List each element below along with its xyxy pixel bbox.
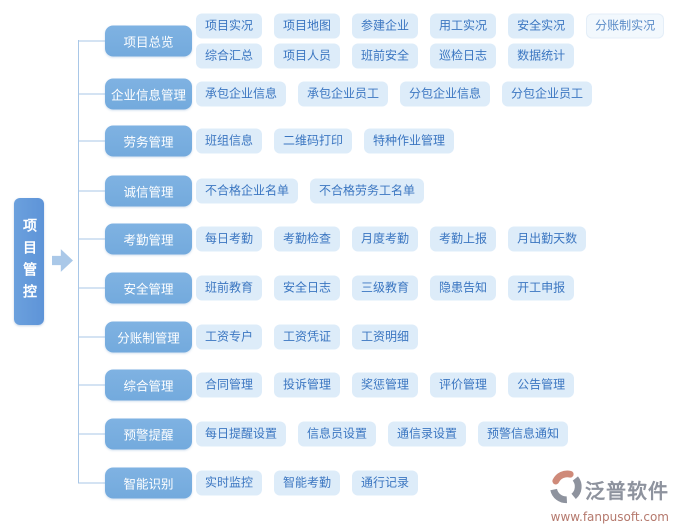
branch-line [78, 336, 105, 337]
item-box[interactable]: 考勤检查 [274, 226, 341, 251]
item-box[interactable]: 月度考勤 [352, 226, 419, 251]
item-box[interactable]: 考勤上报 [430, 226, 497, 251]
group-items: 班组信息二维码打印特种作业管理 [196, 128, 675, 153]
branch-line [78, 93, 105, 94]
category-box[interactable]: 企业信息管理 [105, 78, 192, 109]
tree-group: 项目总览 项目实况项目地图参建企业用工实况安全实况分账制实况综合汇总项目人员班前… [78, 13, 675, 68]
branch-line [78, 40, 105, 41]
item-box[interactable]: 项目地图 [274, 13, 341, 38]
item-box[interactable]: 开工申报 [508, 275, 575, 300]
tree-group: 诚信管理 不合格企业名单不合格劳务工名单 [78, 175, 675, 206]
tree-group: 综合管理 合同管理投诉管理奖惩管理评价管理公告管理 [78, 369, 675, 400]
fanpu-logo-icon [549, 469, 583, 509]
item-box[interactable]: 工资凭证 [274, 324, 341, 349]
branch-line [78, 140, 105, 141]
item-box[interactable]: 信息员设置 [298, 421, 377, 446]
group-items: 每日考勤考勤检查月度考勤考勤上报月出勤天数 [196, 226, 675, 251]
tree-group: 劳务管理 班组信息二维码打印特种作业管理 [78, 125, 675, 156]
item-box[interactable]: 综合汇总 [196, 43, 263, 68]
group-items: 工资专户工资凭证工资明细 [196, 324, 675, 349]
tree-group: 预警提醒 每日提醒设置信息员设置通信录设置预警信息通知 [78, 418, 675, 449]
item-box[interactable]: 不合格劳务工名单 [310, 178, 425, 203]
group-items: 实时监控智能考勤通行记录 [196, 470, 675, 495]
item-box[interactable]: 智能考勤 [274, 470, 341, 495]
category-box[interactable]: 智能识别 [105, 467, 192, 498]
tree-group: 企业信息管理 承包企业信息承包企业员工分包企业信息分包企业员工 [78, 78, 675, 109]
branch-line [78, 238, 105, 239]
category-box[interactable]: 综合管理 [105, 369, 192, 400]
category-box[interactable]: 劳务管理 [105, 125, 192, 156]
category-box[interactable]: 诚信管理 [105, 175, 192, 206]
brand-url-link[interactable]: www.fanpusoft.com [550, 510, 669, 524]
group-items: 每日提醒设置信息员设置通信录设置预警信息通知 [196, 421, 675, 446]
item-box[interactable]: 分账制实况 [586, 13, 665, 38]
item-box[interactable]: 项目人员 [274, 43, 341, 68]
item-box[interactable]: 每日考勤 [196, 226, 263, 251]
item-box[interactable]: 班前安全 [352, 43, 419, 68]
branch-line [78, 190, 105, 191]
item-box[interactable]: 安全实况 [508, 13, 575, 38]
item-box[interactable]: 隐患告知 [430, 275, 497, 300]
item-box[interactable]: 投诉管理 [274, 372, 341, 397]
group-items: 不合格企业名单不合格劳务工名单 [196, 178, 675, 203]
item-box[interactable]: 工资明细 [352, 324, 419, 349]
item-box[interactable]: 奖惩管理 [352, 372, 419, 397]
tree-group: 安全管理 班前教育安全日志三级教育隐患告知开工申报 [78, 272, 675, 303]
branch-line [78, 433, 105, 434]
category-box[interactable]: 安全管理 [105, 272, 192, 303]
item-box[interactable]: 通信录设置 [388, 421, 467, 446]
brand-name: 泛普软件 [585, 478, 669, 503]
item-box[interactable]: 不合格企业名单 [196, 178, 299, 203]
item-box[interactable]: 分包企业信息 [400, 81, 491, 106]
group-items: 班前教育安全日志三级教育隐患告知开工申报 [196, 275, 675, 300]
branch-line [78, 287, 105, 288]
item-box[interactable]: 分包企业员工 [502, 81, 593, 106]
item-box[interactable]: 二维码打印 [274, 128, 353, 153]
item-box[interactable]: 承包企业信息 [196, 81, 287, 106]
branch-line [78, 384, 105, 385]
item-box[interactable]: 评价管理 [430, 372, 497, 397]
item-box[interactable]: 班前教育 [196, 275, 263, 300]
tree-trunk-line [78, 40, 79, 483]
root-node: 项目管控 [14, 198, 44, 325]
item-box[interactable]: 项目实况 [196, 13, 263, 38]
category-box[interactable]: 考勤管理 [105, 223, 192, 254]
brand-logo: 泛普软件 www.fanpusoft.com [537, 469, 669, 524]
tree-group: 分账制管理 工资专户工资凭证工资明细 [78, 321, 675, 352]
brand-logo-top: 泛普软件 [537, 469, 669, 509]
item-box[interactable]: 公告管理 [508, 372, 575, 397]
item-box[interactable]: 巡检日志 [430, 43, 497, 68]
item-box[interactable]: 参建企业 [352, 13, 419, 38]
category-box[interactable]: 预警提醒 [105, 418, 192, 449]
item-box[interactable]: 合同管理 [196, 372, 263, 397]
item-box[interactable]: 安全日志 [274, 275, 341, 300]
item-box[interactable]: 数据统计 [508, 43, 575, 68]
group-items: 项目实况项目地图参建企业用工实况安全实况分账制实况综合汇总项目人员班前安全巡检日… [196, 13, 675, 68]
item-box[interactable]: 月出勤天数 [508, 226, 587, 251]
category-box[interactable]: 项目总览 [105, 25, 192, 56]
item-box[interactable]: 班组信息 [196, 128, 263, 153]
branch-line [78, 482, 105, 483]
item-box[interactable]: 预警信息通知 [478, 421, 569, 446]
arrow-right-icon [52, 249, 73, 272]
item-box[interactable]: 通行记录 [352, 470, 419, 495]
item-box[interactable]: 用工实况 [430, 13, 497, 38]
item-box[interactable]: 实时监控 [196, 470, 263, 495]
category-box[interactable]: 分账制管理 [105, 321, 192, 352]
item-box[interactable]: 承包企业员工 [298, 81, 389, 106]
item-box[interactable]: 三级教育 [352, 275, 419, 300]
root-node-label: 项目管控 [21, 217, 37, 306]
item-box[interactable]: 工资专户 [196, 324, 263, 349]
item-box[interactable]: 特种作业管理 [364, 128, 455, 153]
tree-group: 智能识别 实时监控智能考勤通行记录 [78, 467, 675, 498]
group-items: 合同管理投诉管理奖惩管理评价管理公告管理 [196, 372, 675, 397]
item-box[interactable]: 每日提醒设置 [196, 421, 287, 446]
group-items: 承包企业信息承包企业员工分包企业信息分包企业员工 [196, 81, 675, 106]
tree-group: 考勤管理 每日考勤考勤检查月度考勤考勤上报月出勤天数 [78, 223, 675, 254]
